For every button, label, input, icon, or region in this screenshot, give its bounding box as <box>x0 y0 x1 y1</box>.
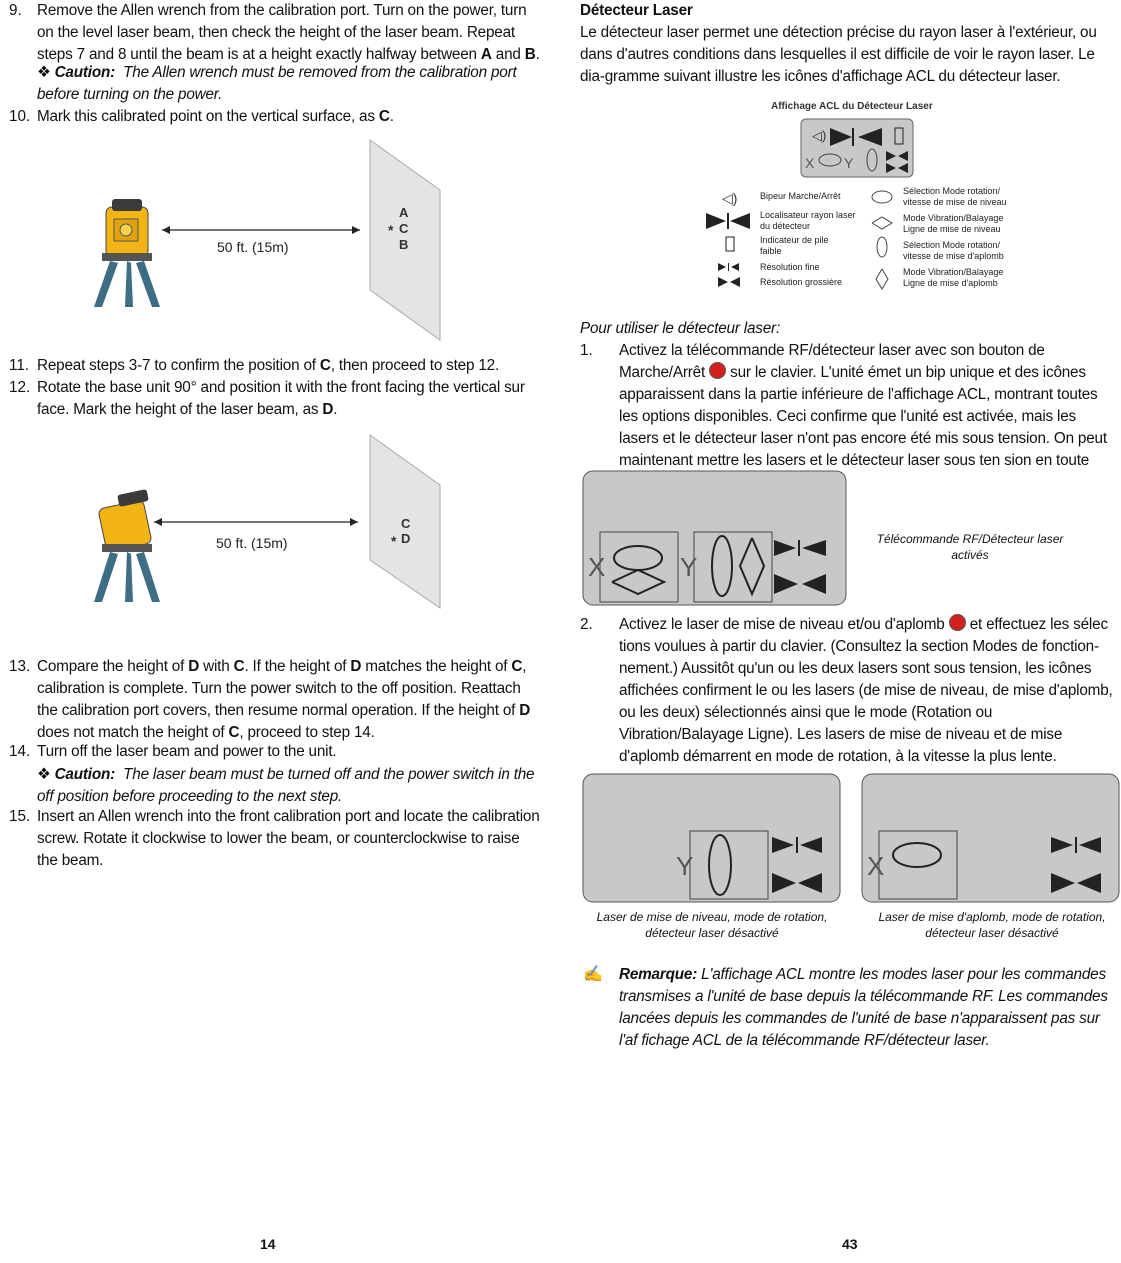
step-15-text: Insert an Allen wrench into the front ca… <box>37 808 540 869</box>
legend-plumb-scan: Mode Vibration/Balayage Ligne de mise d'… <box>903 267 1004 288</box>
step-11-number: 11. <box>9 357 30 374</box>
legend-battery: Indicateur de pile faible <box>760 235 829 256</box>
plumb-rotation-icon <box>708 834 732 896</box>
step-2-number: 2. <box>580 616 593 633</box>
vertical-surface <box>369 434 441 609</box>
legend-level-rotation: Sélection Mode rotation/ vitesse de mise… <box>903 186 1007 207</box>
step-12-number: 12. <box>9 379 31 396</box>
step-1-number: 1. <box>580 342 593 359</box>
legend-level-scan: Mode Vibration/Balayage Ligne de mise de… <box>903 213 1004 234</box>
lcd-plumb-mode: X <box>861 773 1120 903</box>
step-11-text: Repeat steps 3-7 to confirm the position… <box>37 357 500 374</box>
level-scan-icon <box>611 568 667 596</box>
intro-paragraph: Le détecteur laser permet une détection … <box>580 24 1097 85</box>
svg-text:Y: Y <box>844 155 854 171</box>
plumb-scan-icon <box>875 268 889 290</box>
speaker-icon: ◁) <box>812 128 826 143</box>
caution-2: ❖ Caution: The laser beam must be turned… <box>37 766 535 805</box>
section-title: Détecteur Laser <box>580 2 693 19</box>
svg-text:X: X <box>588 552 605 582</box>
howto-heading: Pour utiliser le détecteur laser: <box>580 320 781 337</box>
svg-text:X: X <box>867 851 884 881</box>
page-number-left: 14 <box>260 1236 276 1252</box>
mark-d: D <box>401 531 410 546</box>
mark-c: C <box>399 221 409 236</box>
legend-beeper: Bipeur Marche/Arrêt <box>760 191 841 201</box>
plumb-scan-icon <box>738 537 766 597</box>
caption-level: Laser de mise de niveau, mode de rotatio… <box>596 910 828 940</box>
page-number-right: 43 <box>842 1236 858 1252</box>
asterisk-mark: * <box>391 533 397 549</box>
diamond-bullet-icon: ❖ <box>37 64 51 81</box>
plumb-rotation-icon <box>711 535 733 597</box>
step-9-number: 9. <box>9 2 22 19</box>
step-9-text: Remove the Allen wrench from the calibra… <box>37 2 540 63</box>
step-15-number: 15. <box>9 808 31 825</box>
step-13-number: 13. <box>9 658 31 675</box>
distance-label: 50 ft. (15m) <box>216 535 288 551</box>
svg-text:Y: Y <box>680 552 697 582</box>
legend-beam-locator: Localisateur rayon laser du détecteur <box>760 210 856 231</box>
legend-fine: Résolution fine <box>760 262 820 272</box>
battery-icon <box>725 236 735 252</box>
lcd-display-full: ◁) X Y <box>800 118 914 178</box>
level-scan-icon <box>871 216 893 230</box>
diamond-bullet-icon: ❖ <box>37 766 51 783</box>
svg-text:X: X <box>805 155 815 171</box>
svg-text:Y: Y <box>676 851 693 881</box>
calibration-figure-2: 50 ft. (15m) C D * <box>94 434 441 609</box>
mark-b: B <box>399 237 408 252</box>
mark-a: A <box>399 205 409 220</box>
step-13-text: Compare the height of D with C. If the h… <box>37 658 531 741</box>
coarse-resolution-icon <box>774 574 798 594</box>
asterisk-mark: * <box>388 222 394 238</box>
pen-note-icon: ✍ <box>583 966 603 983</box>
laser-level-icon <box>94 489 160 602</box>
step-10-number: 10. <box>9 108 31 125</box>
caption-plumb: Laser de mise d'aplomb, mode de rotation… <box>878 910 1106 940</box>
beam-locator-icon <box>830 128 852 146</box>
lcd-activated: X Y <box>582 470 847 606</box>
legend-right-icons <box>871 190 893 290</box>
fine-resolution-icon <box>718 263 726 271</box>
calibration-figure-1: 50 ft. (15m) A C B * <box>94 139 441 341</box>
caution-1: ❖ Caution: The Allen wrench must be remo… <box>37 64 517 103</box>
fine-resolution-icon <box>774 540 796 556</box>
distance-label: 50 ft. (15m) <box>217 239 289 255</box>
speaker-icon: ◁) <box>722 190 737 206</box>
mark-c: C <box>401 516 411 531</box>
step-2-text: Activez le laser de mise de niveau et/ou… <box>619 614 1113 765</box>
legend-coarse: Résolution grossière <box>760 277 843 287</box>
level-rotation-icon <box>818 153 842 167</box>
step-10-text: Mark this calibrated point on the vertic… <box>37 108 394 125</box>
power-button-icon <box>709 362 727 379</box>
coarse-resolution-icon <box>718 277 728 287</box>
caption-activated: Télécommande RF/Détecteur laser activés <box>876 532 1064 562</box>
lcd-level-mode: Y <box>582 773 841 903</box>
step-12-text: Rotate the base unit 90° and position it… <box>37 379 525 418</box>
step-1-text: Activez la télécommande RF/détecteur las… <box>619 342 1107 491</box>
battery-icon <box>894 127 904 145</box>
note-paragraph: Remarque: L'affichage ACL montre les mod… <box>619 966 1108 1049</box>
legend-left-icons: ◁) <box>706 190 750 287</box>
step-14-text: Turn off the laser beam and power to the… <box>37 743 337 760</box>
vertical-surface <box>369 139 441 341</box>
laser-level-icon <box>94 199 160 307</box>
step-14-number: 14. <box>9 743 31 760</box>
lcd-diagram-title: Affichage ACL du Détecteur Laser <box>771 101 933 112</box>
beam-locator-icon <box>706 213 726 229</box>
legend-plumb-rotation: Sélection Mode rotation/ vitesse de mise… <box>903 240 1004 261</box>
level-rotation-icon <box>871 190 893 204</box>
level-rotation-icon <box>892 842 942 868</box>
laser-power-icon <box>948 614 966 631</box>
plumb-rotation-icon <box>866 148 878 172</box>
plumb-rotation-icon <box>876 236 888 258</box>
